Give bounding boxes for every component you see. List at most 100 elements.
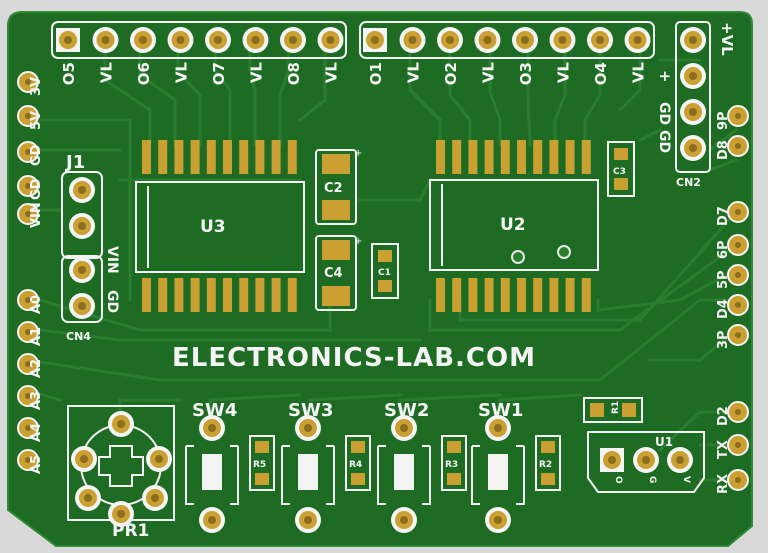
u2-pins-top-0: [436, 140, 445, 174]
left-edge-label-4: VIN: [29, 202, 44, 228]
hr-pin-0: [363, 28, 387, 52]
switch-pad-top-1: [295, 415, 321, 441]
u3-pins-top-6: [239, 140, 249, 174]
left-edge-label-3: GD: [29, 178, 44, 200]
pr1-pin-1: [71, 446, 97, 472]
j1-gd-label: GD: [104, 290, 120, 313]
resistor-r3: R3: [441, 435, 467, 491]
svg-text:+: +: [354, 148, 362, 159]
left-edge-label-9: A4: [29, 423, 44, 442]
u2-pins-bot-1: [452, 278, 462, 312]
left-edge-pin-7: [17, 353, 39, 375]
u3-pins-top-3: [190, 140, 200, 174]
c1-label: C1: [378, 268, 391, 278]
pr1-pin-3: [75, 485, 101, 511]
u1-pin-label-1: G: [647, 476, 657, 483]
j1-pin-2: [69, 257, 95, 283]
svg-text:+: +: [354, 236, 362, 247]
left-edge-label-7: A2: [29, 359, 44, 378]
right-edge-pin-8: [727, 434, 749, 456]
u3-pins-top-8: [271, 140, 281, 174]
u2-pins-bot-9: [581, 278, 591, 312]
u3-pins-bot-7: [255, 278, 265, 312]
left-edge-label-1: 5V: [29, 111, 44, 130]
gd-label-top: GD: [656, 102, 672, 125]
hl-label-5: VL: [248, 62, 266, 84]
c2-label: C2: [324, 181, 343, 196]
switch-pad-top-3: [485, 415, 511, 441]
u3-pins-top-7: [255, 140, 265, 174]
u3-pins-bot-2: [174, 278, 184, 312]
hl-label-3: VL: [173, 62, 191, 84]
u3-pins-bot-6: [239, 278, 249, 312]
resistor-r4: R4: [345, 435, 371, 491]
hl-pin-1: [92, 27, 119, 53]
hl-pin-4: [205, 27, 231, 53]
hr-label-4: O3: [517, 62, 535, 85]
ic-u2: U2: [429, 140, 599, 312]
right-edge-label-0: 9P: [716, 111, 731, 130]
u2-pins-top-5: [517, 140, 526, 174]
u2-pins-bot-4: [500, 278, 510, 312]
j1-vin-label: VIN: [104, 246, 120, 274]
pr1-pin-0: [108, 411, 134, 437]
switch-sw4: SW4: [185, 400, 239, 533]
resistor-label-0: R5: [253, 460, 266, 470]
right-edge-pin-9: [727, 469, 749, 491]
hr-label-1: VL: [405, 62, 423, 84]
left-edge-pin-4: [17, 203, 39, 225]
u2-pins-bot-0: [436, 278, 445, 312]
power-pin-3: [680, 135, 706, 161]
right-edge-label-1: D8: [716, 140, 731, 160]
right-edge-pin-3: [727, 234, 749, 256]
right-edge-pin-4: [727, 264, 749, 286]
left-edge-label-0: 3V: [29, 77, 44, 96]
u2-pins-bot-2: [468, 278, 478, 312]
hl-label-6: O8: [285, 62, 303, 85]
right-edge-label-9: RX: [716, 474, 731, 494]
right-edge-label-2: D7: [716, 206, 731, 226]
u3-pins-top-5: [223, 140, 232, 174]
hl-label-2: O6: [135, 62, 153, 85]
u3-pins-bot-4: [206, 278, 216, 312]
top-header: [51, 21, 655, 59]
u3-pins-bot-5: [223, 278, 232, 312]
hr-label-0: O1: [367, 62, 385, 85]
hr-pin-2: [437, 27, 463, 53]
left-edge-label-2: GD: [29, 144, 44, 166]
right-edge-label-7: D2: [716, 406, 731, 426]
switch-pad-bot-0: [199, 507, 225, 533]
gd-label: GD: [656, 130, 672, 153]
j1-pin-0: [69, 177, 95, 203]
resistor-r5: R5: [249, 435, 275, 491]
hr-label-6: O4: [592, 62, 610, 85]
left-edge-pin-2: [17, 141, 39, 163]
u2-pins-bot-3: [484, 278, 494, 312]
left-edge-pin-1: [17, 105, 39, 127]
hl-pin-7: [317, 27, 344, 53]
hl-pin-0: [56, 28, 80, 52]
u1-pin-label-0: O: [613, 476, 623, 484]
right-edge-label-5: D4: [716, 299, 731, 319]
ic-u3: U3: [135, 140, 305, 312]
cap-c2: C2 +: [315, 148, 362, 225]
hr-pin-5: [549, 27, 576, 53]
left-edge-pin-0: [17, 71, 39, 93]
switch-pad-bot-3: [485, 507, 511, 533]
hr-pin-6: [587, 27, 613, 53]
u2-pins-top-4: [500, 140, 510, 174]
u2-pins-top-1: [452, 140, 462, 174]
hr-pin-7: [624, 27, 651, 53]
left-edge-pin-10: [17, 449, 39, 471]
j1-connector: J1 VIN GD CN4: [61, 152, 120, 343]
u3-pins-bot-0: [142, 278, 151, 312]
power-pin-2: [680, 99, 706, 125]
right-edge-label-8: TX: [716, 440, 731, 459]
u3-pins-bot-3: [190, 278, 200, 312]
left-edge-pin-6: [17, 321, 39, 343]
hr-label-5: VL: [555, 62, 573, 84]
switch-pad-bot-2: [391, 507, 417, 533]
